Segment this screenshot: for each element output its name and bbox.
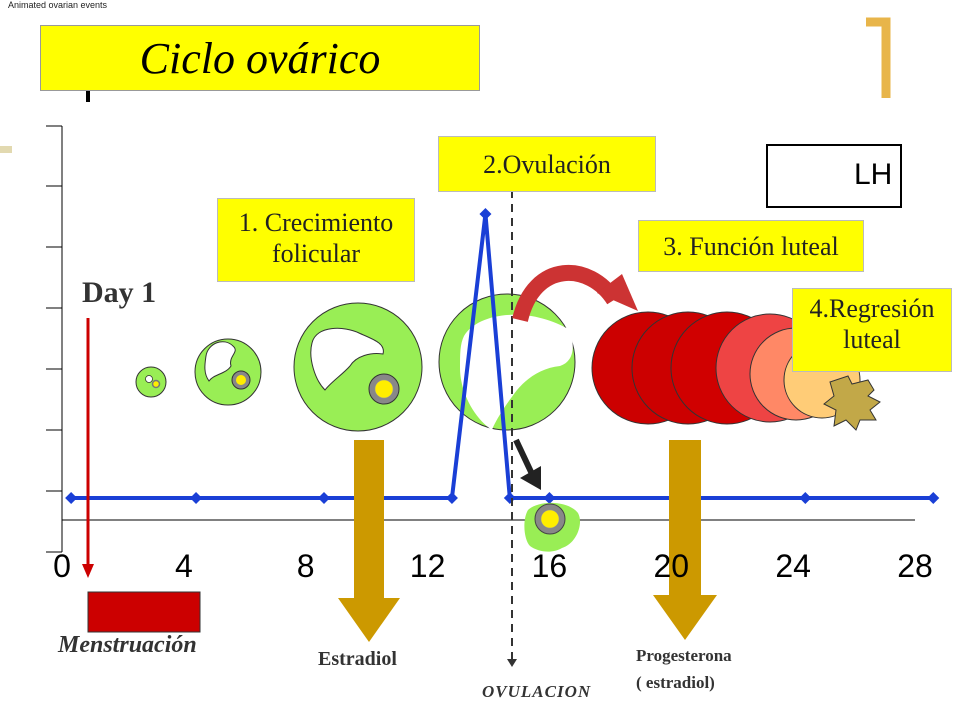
curved-arrow-head — [597, 274, 638, 311]
estradiol-arrow — [338, 440, 400, 642]
corner-bracket — [866, 17, 891, 98]
title-shadow-mark — [86, 86, 90, 102]
follicle-primary — [194, 338, 262, 406]
day1-label: Day 1 — [82, 276, 157, 309]
stage-regression-box: 4.Regresión luteal — [792, 288, 952, 372]
stage-growth-box: 1. Crecimiento folicular — [217, 198, 415, 282]
menstruation-label: Menstruación — [58, 632, 197, 658]
estradiol-label: Estradiol — [318, 648, 397, 670]
x-tick-label: 28 — [897, 548, 933, 584]
stage-ovulation-box: 2.Ovulación — [438, 136, 656, 192]
day1-arrow — [82, 318, 94, 578]
x-tick-label: 4 — [174, 548, 193, 584]
ovulation-arrowhead — [507, 659, 517, 667]
progesterone-note: ( estradiol) — [636, 673, 715, 693]
x-tick-label: 0 — [53, 548, 71, 584]
follicle-antral — [293, 302, 423, 432]
lh-data-point — [799, 492, 812, 504]
lh-data-point — [445, 492, 458, 504]
lh-data-point — [927, 492, 940, 504]
lh-data-point — [479, 208, 492, 220]
page-title: Ciclo ovárico — [139, 33, 381, 83]
x-tick-label: 20 — [653, 548, 690, 584]
follicle-ruptured — [438, 293, 576, 431]
corpus-albicans — [823, 375, 881, 431]
lh-data-point — [65, 492, 78, 504]
lh-series-line — [71, 213, 934, 500]
progesterone-arrow — [653, 440, 717, 640]
progesterone-label: Progesterona ( estradiol) — [636, 642, 732, 696]
lh-data-point — [503, 492, 516, 504]
lh-data-point — [543, 492, 556, 504]
follicle-primordial — [135, 366, 167, 398]
ovulation-label: OVULACION — [482, 682, 592, 701]
title-box: Ciclo ovárico — [40, 25, 480, 91]
x-tick-label: 8 — [296, 548, 315, 584]
menstruation-bar — [87, 591, 201, 633]
lh-data-point — [190, 492, 203, 504]
x-tick-label: 12 — [409, 548, 446, 584]
released-oocyte — [524, 502, 581, 552]
x-tick-label: 24 — [775, 548, 811, 584]
legend-label: LH — [854, 158, 893, 191]
legend: LH — [766, 144, 902, 208]
stage-luteal-box: 3. Función luteal — [638, 220, 864, 272]
progesterone-text: Progesterona — [636, 646, 732, 665]
x-tick-label: 16 — [531, 548, 568, 584]
lh-data-point — [317, 492, 330, 504]
caption: Animated ovarian events — [8, 0, 108, 10]
corner-mark — [0, 146, 12, 153]
oocyte-release-arrow — [513, 438, 541, 490]
corpus-luteum-sequence — [591, 311, 881, 431]
y-axis — [46, 125, 63, 553]
